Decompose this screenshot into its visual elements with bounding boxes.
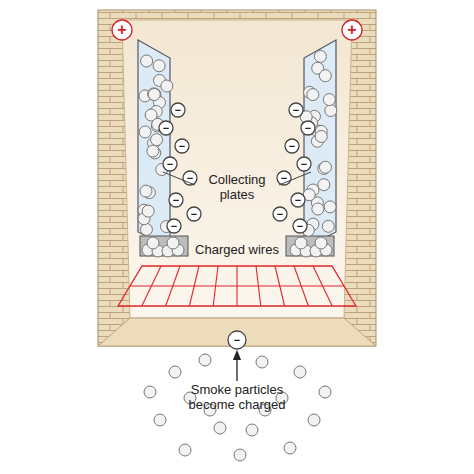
charged-particle — [163, 157, 177, 171]
charge-sign: − — [167, 159, 173, 170]
smoke-particle — [295, 237, 307, 249]
charge-sign: − — [277, 209, 283, 220]
charged-particle — [289, 103, 303, 117]
arrow — [236, 355, 237, 381]
brick-wall — [98, 10, 376, 346]
callout-label: Collecting plates — [197, 173, 277, 203]
leader-line — [163, 172, 195, 185]
charge-sign: − — [179, 141, 185, 152]
smoke-particle — [153, 60, 165, 72]
smoke-particle — [154, 414, 166, 426]
smoke-particle — [322, 220, 334, 232]
charge-sign: − — [234, 335, 240, 346]
smoke-particle — [148, 88, 160, 100]
charged-particle — [228, 331, 246, 349]
smoke-particle — [325, 104, 337, 116]
smoke-particle — [199, 354, 211, 366]
collector-trough — [286, 236, 334, 256]
collecting-plate — [304, 40, 336, 248]
charged-particle — [187, 207, 201, 221]
charged-particle — [301, 121, 315, 135]
smoke-particle — [139, 126, 151, 138]
smoke-particle — [312, 203, 324, 215]
charge-sign: + — [117, 22, 126, 38]
smoke-particle — [167, 237, 179, 249]
charged-particle — [277, 171, 291, 185]
charged-particle — [159, 121, 173, 135]
smoke-particle — [147, 145, 159, 157]
charge-sign: − — [305, 123, 311, 134]
charge-sign: + — [347, 22, 356, 38]
charged-particle — [273, 207, 287, 221]
smoke-particle — [315, 237, 327, 249]
callout-label: Smoke particles become charged — [177, 383, 297, 413]
smoke-particle — [149, 88, 161, 100]
smoke-particle — [140, 185, 152, 197]
smoke-particle — [308, 414, 320, 426]
charge-sign: − — [295, 195, 301, 206]
charged-particle — [285, 139, 299, 153]
positive-terminal — [342, 20, 362, 40]
positive-terminal — [112, 20, 132, 40]
smoke-particle — [147, 237, 159, 249]
charge-sign: − — [173, 195, 179, 206]
smoke-particle — [214, 422, 226, 434]
charge-sign: − — [301, 159, 307, 170]
smoke-particle — [234, 449, 246, 461]
smoke-particle — [284, 442, 296, 454]
charged-particle — [297, 157, 311, 171]
charged-particle — [171, 103, 185, 117]
smoke-particle — [169, 366, 181, 378]
smoke-particle — [246, 424, 258, 436]
smoke-particle — [324, 201, 336, 213]
smoke-particle — [151, 134, 163, 146]
smoke-particle — [148, 88, 160, 100]
smoke-particle — [144, 386, 156, 398]
chimney-interior — [122, 20, 352, 318]
charged-particle — [175, 139, 189, 153]
smoke-particle — [142, 205, 154, 217]
charge-sign: − — [289, 141, 295, 152]
collector-trough — [140, 236, 188, 256]
charged-particle — [183, 171, 197, 185]
charged-wire — [130, 285, 344, 286]
smoke-particle — [256, 356, 268, 368]
smoke-particle — [179, 444, 191, 456]
charge-sign: − — [293, 105, 299, 116]
charge-sign: − — [281, 173, 287, 184]
charge-sign: − — [175, 105, 181, 116]
charge-sign: − — [187, 173, 193, 184]
smoke-particle — [141, 55, 153, 67]
smoke-particle — [140, 223, 152, 235]
callout-label: Charged wires — [182, 243, 292, 258]
charged-wire-grid — [118, 266, 356, 306]
charged-particle — [167, 219, 181, 233]
smoke-particle — [318, 179, 330, 191]
charged-particle — [293, 219, 307, 233]
charge-sign: − — [163, 123, 169, 134]
smoke-particle — [315, 130, 327, 142]
leader-line — [279, 172, 311, 185]
smoke-particle — [319, 70, 331, 82]
collecting-plate — [138, 40, 170, 248]
charge-sign: − — [171, 221, 177, 232]
smoke-particle — [307, 89, 319, 101]
charge-sign: − — [191, 209, 197, 220]
smoke-particle — [319, 161, 331, 173]
smoke-particle — [161, 80, 173, 92]
smoke-particle — [294, 366, 306, 378]
charged-particle — [291, 193, 305, 207]
charge-sign: − — [297, 221, 303, 232]
smoke-particle — [314, 50, 326, 62]
charged-particle — [169, 193, 183, 207]
smoke-particle — [323, 94, 335, 106]
smoke-particle — [319, 386, 331, 398]
